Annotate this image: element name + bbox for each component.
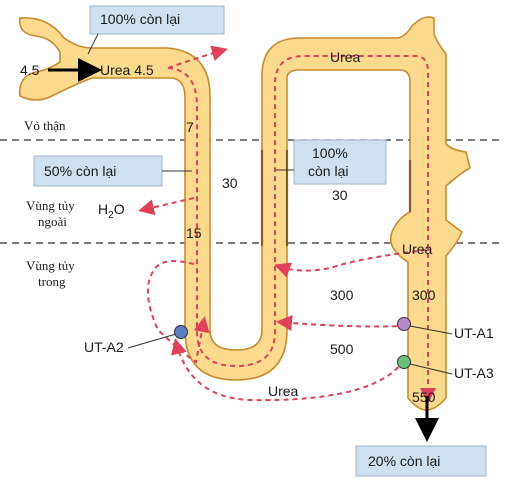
zone-inner-medulla-2: trong — [38, 274, 66, 289]
callout-bottom: 20% còn lại — [355, 445, 487, 477]
tubule — [19, 16, 471, 411]
callout-top-text: 100% còn lại — [100, 11, 180, 27]
zone-outer-medulla-2: ngoài — [38, 214, 67, 229]
label-h2o: H2O — [98, 201, 125, 221]
value-loop-outer: 15 — [186, 225, 202, 241]
tubule-inner-walls — [260, 150, 412, 246]
uta1-label: UT-A1 — [454, 325, 494, 341]
transporter-uta3: UT-A3 — [397, 355, 494, 381]
uta2-label: UT-A2 — [84, 339, 124, 355]
label-urea-collecting: Urea — [402, 241, 433, 257]
callout-mid-right-line1: 100% — [312, 145, 348, 161]
value-inner-300-right: 300 — [412, 287, 436, 303]
callout-top: 100% còn lại — [87, 5, 225, 55]
transporter-uta1: UT-A1 — [397, 317, 494, 341]
zone-cortex: Vỏ thận — [24, 118, 66, 133]
value-inner-300-left: 300 — [330, 287, 354, 303]
callout-mid-left-text: 50% còn lại — [44, 163, 116, 179]
callout-mid-right: 100% còn lại — [276, 139, 387, 185]
value-inner-550: 550 — [412, 389, 436, 405]
uta1-dot — [397, 317, 411, 331]
urea-flow-paths — [138, 45, 436, 404]
label-urea-top: Urea — [330, 49, 361, 65]
uta3-dot — [397, 355, 411, 369]
uta3-label: UT-A3 — [454, 365, 494, 381]
value-interstitium-outer: 30 — [222, 175, 238, 191]
zone-inner-medulla-1: Vùng tủy — [26, 258, 75, 273]
value-inner-500: 500 — [330, 341, 354, 357]
uta2-dot — [174, 325, 188, 339]
label-urea-bottom: Urea — [268, 383, 299, 399]
callout-bottom-text: 20% còn lại — [368, 453, 440, 469]
transporter-uta2: UT-A2 — [84, 325, 188, 355]
value-input: 4.5 — [20, 62, 40, 78]
callout-mid-left: 50% còn lại — [33, 155, 192, 187]
value-interstitium-outer-right: 30 — [332, 187, 348, 203]
zone-outer-medulla-1: Vùng tủy — [26, 198, 75, 213]
value-urea-in: Urea 4.5 — [100, 62, 154, 78]
value-prox: 7 — [186, 119, 194, 135]
callout-mid-right-line2: còn lại — [308, 163, 348, 179]
